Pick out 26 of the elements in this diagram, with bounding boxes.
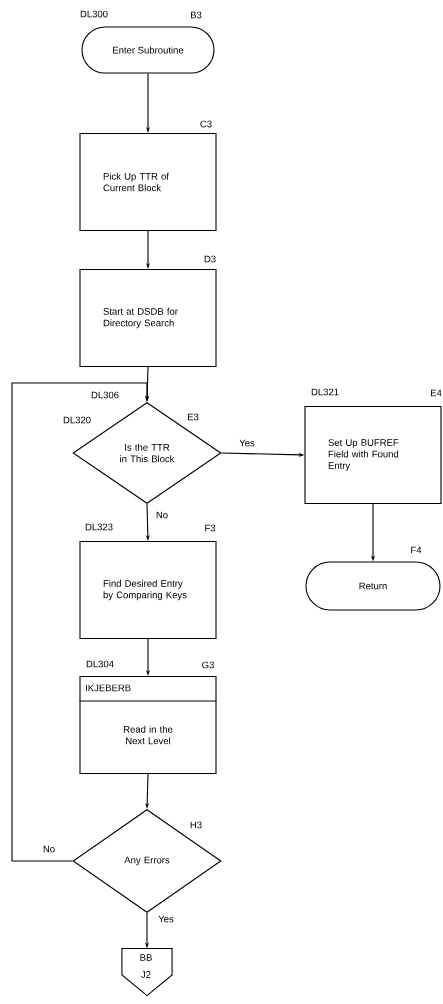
block-label: DL306 xyxy=(91,391,119,399)
edge-label: Yes xyxy=(239,439,255,447)
block-label: DL321 xyxy=(311,388,339,396)
process-box: Set Up BUFREF Field with Found Entry xyxy=(304,405,442,505)
block-label: H3 xyxy=(190,821,202,829)
edge-label: No xyxy=(43,845,55,853)
block-label: F3 xyxy=(205,524,216,532)
arrow xyxy=(11,382,150,862)
edge-label: Yes xyxy=(158,915,174,923)
block-label: F4 xyxy=(411,546,422,554)
block-label: D3 xyxy=(204,255,216,263)
block-label: B3 xyxy=(190,11,202,19)
offpage-connector: BB J2 xyxy=(121,947,173,997)
block-label: G3 xyxy=(202,661,214,669)
block-label: DL300 xyxy=(80,10,108,18)
block-label: DL320 xyxy=(63,416,91,424)
block-label: E4 xyxy=(430,389,442,397)
block-label: DL323 xyxy=(85,523,113,531)
edge-label: No xyxy=(156,511,168,519)
process-box: Start at DSDB for Directory Search xyxy=(79,268,217,368)
block-label: C3 xyxy=(200,120,212,128)
process-box: Pick Up TTR of Current Block xyxy=(79,132,217,232)
process-box: Find Desired Entry by Comparing Keys xyxy=(79,540,217,640)
block-label: E3 xyxy=(187,413,199,421)
subroutine-box: IKJEBERB Read in the Next Level xyxy=(78,675,218,775)
block-label: DL304 xyxy=(86,660,114,668)
